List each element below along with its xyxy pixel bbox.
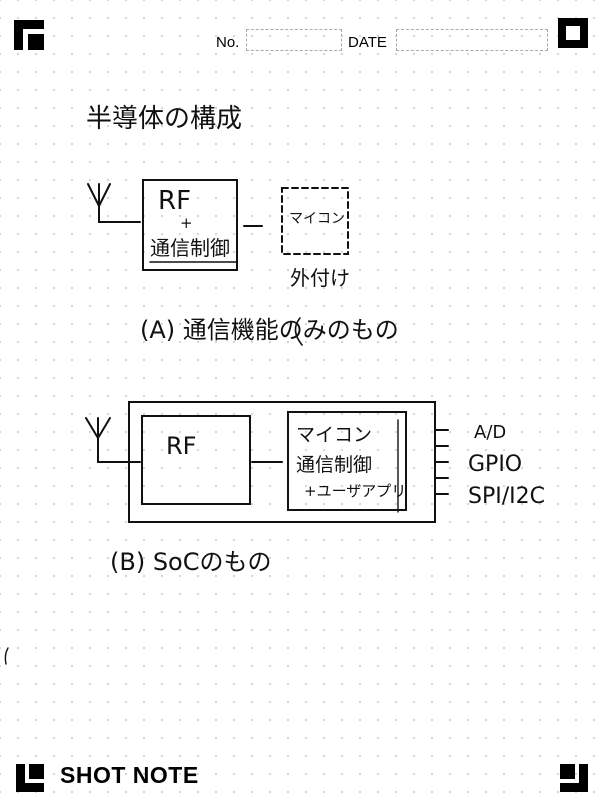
io-label-gpio: GPIO [468,452,523,477]
mcu-box-b [287,411,407,511]
corner-mark-top-right-icon [558,18,588,48]
stray-pen-mark [4,647,9,665]
page-header: No. DATE [0,0,600,70]
diagram-b-caption: (B) SoCのもの [110,548,272,576]
corner-mark-top-left-icon [14,20,44,50]
io-label-spi-i2c: SPI/I2C [468,484,545,509]
rf-box-b [141,415,251,505]
diagram-a-caption: (A) 通信機能のみのもの [140,316,399,344]
brand-logo-text: SHOT NOTE [60,762,199,788]
no-field [246,29,342,51]
diagram-b-user-app: +ユーザアプリ [304,482,407,500]
diagram-a-external: 外付け [290,266,350,290]
antenna-a-icon [87,183,141,223]
date-field [396,29,548,51]
no-label: No. [216,34,240,51]
diagram-b-mcu-label: マイコン [296,424,373,446]
antenna-b-icon [85,417,141,463]
diagram-b-lines [85,401,449,523]
corner-mark-bottom-right-icon [560,764,588,792]
diagram-b-rf-label: RF [166,432,197,460]
note-title: 半導体の構成 [86,104,243,134]
diagram-a-mcu-label: マイコン [289,211,345,227]
diagram-a-lines [87,179,349,346]
diagram-a-rf-label: RF [158,186,192,216]
diagram-a-plus: + [180,214,193,232]
rf-box-a [142,179,238,271]
corner-mark-bottom-left-icon [16,764,44,792]
date-label: DATE [348,34,387,51]
io-label-ad: A/D [474,422,507,443]
diagram-b-comm-control: 通信制御 [296,454,373,476]
mcu-box-a [281,187,349,255]
diagram-a-comm-control: 通信制御 [150,236,230,260]
